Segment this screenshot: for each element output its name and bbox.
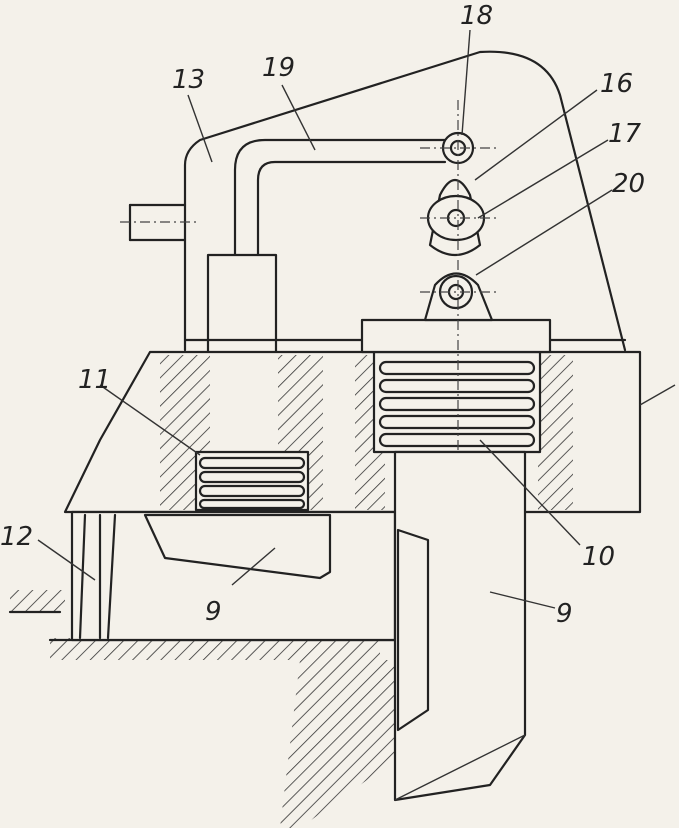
label-13: 13 [172, 65, 205, 95]
label-17: 17 [608, 119, 642, 149]
housing-frame [120, 50, 627, 352]
lever-arm [233, 138, 447, 257]
label-19: 19 [262, 53, 295, 83]
label-12: 12 [0, 522, 33, 552]
label-16: 16 [600, 69, 633, 99]
ram [393, 450, 527, 802]
label-20: 20 [612, 169, 645, 199]
pressure-plate [360, 318, 552, 354]
label-18: 18 [460, 1, 493, 31]
right-spring [372, 350, 542, 454]
label-11: 11 [78, 365, 111, 395]
labels: 18 19 13 16 17 20 11 12 10 9 9 [0, 1, 645, 629]
base-block [63, 338, 642, 514]
label-9-right: 9 [556, 599, 573, 629]
leader-lines [37, 29, 676, 609]
ground [8, 590, 397, 828]
label-9-left: 9 [205, 597, 222, 627]
linkage [420, 100, 500, 560]
left-spring [194, 450, 310, 512]
lower-frame [70, 510, 397, 642]
label-10: 10 [582, 542, 615, 572]
